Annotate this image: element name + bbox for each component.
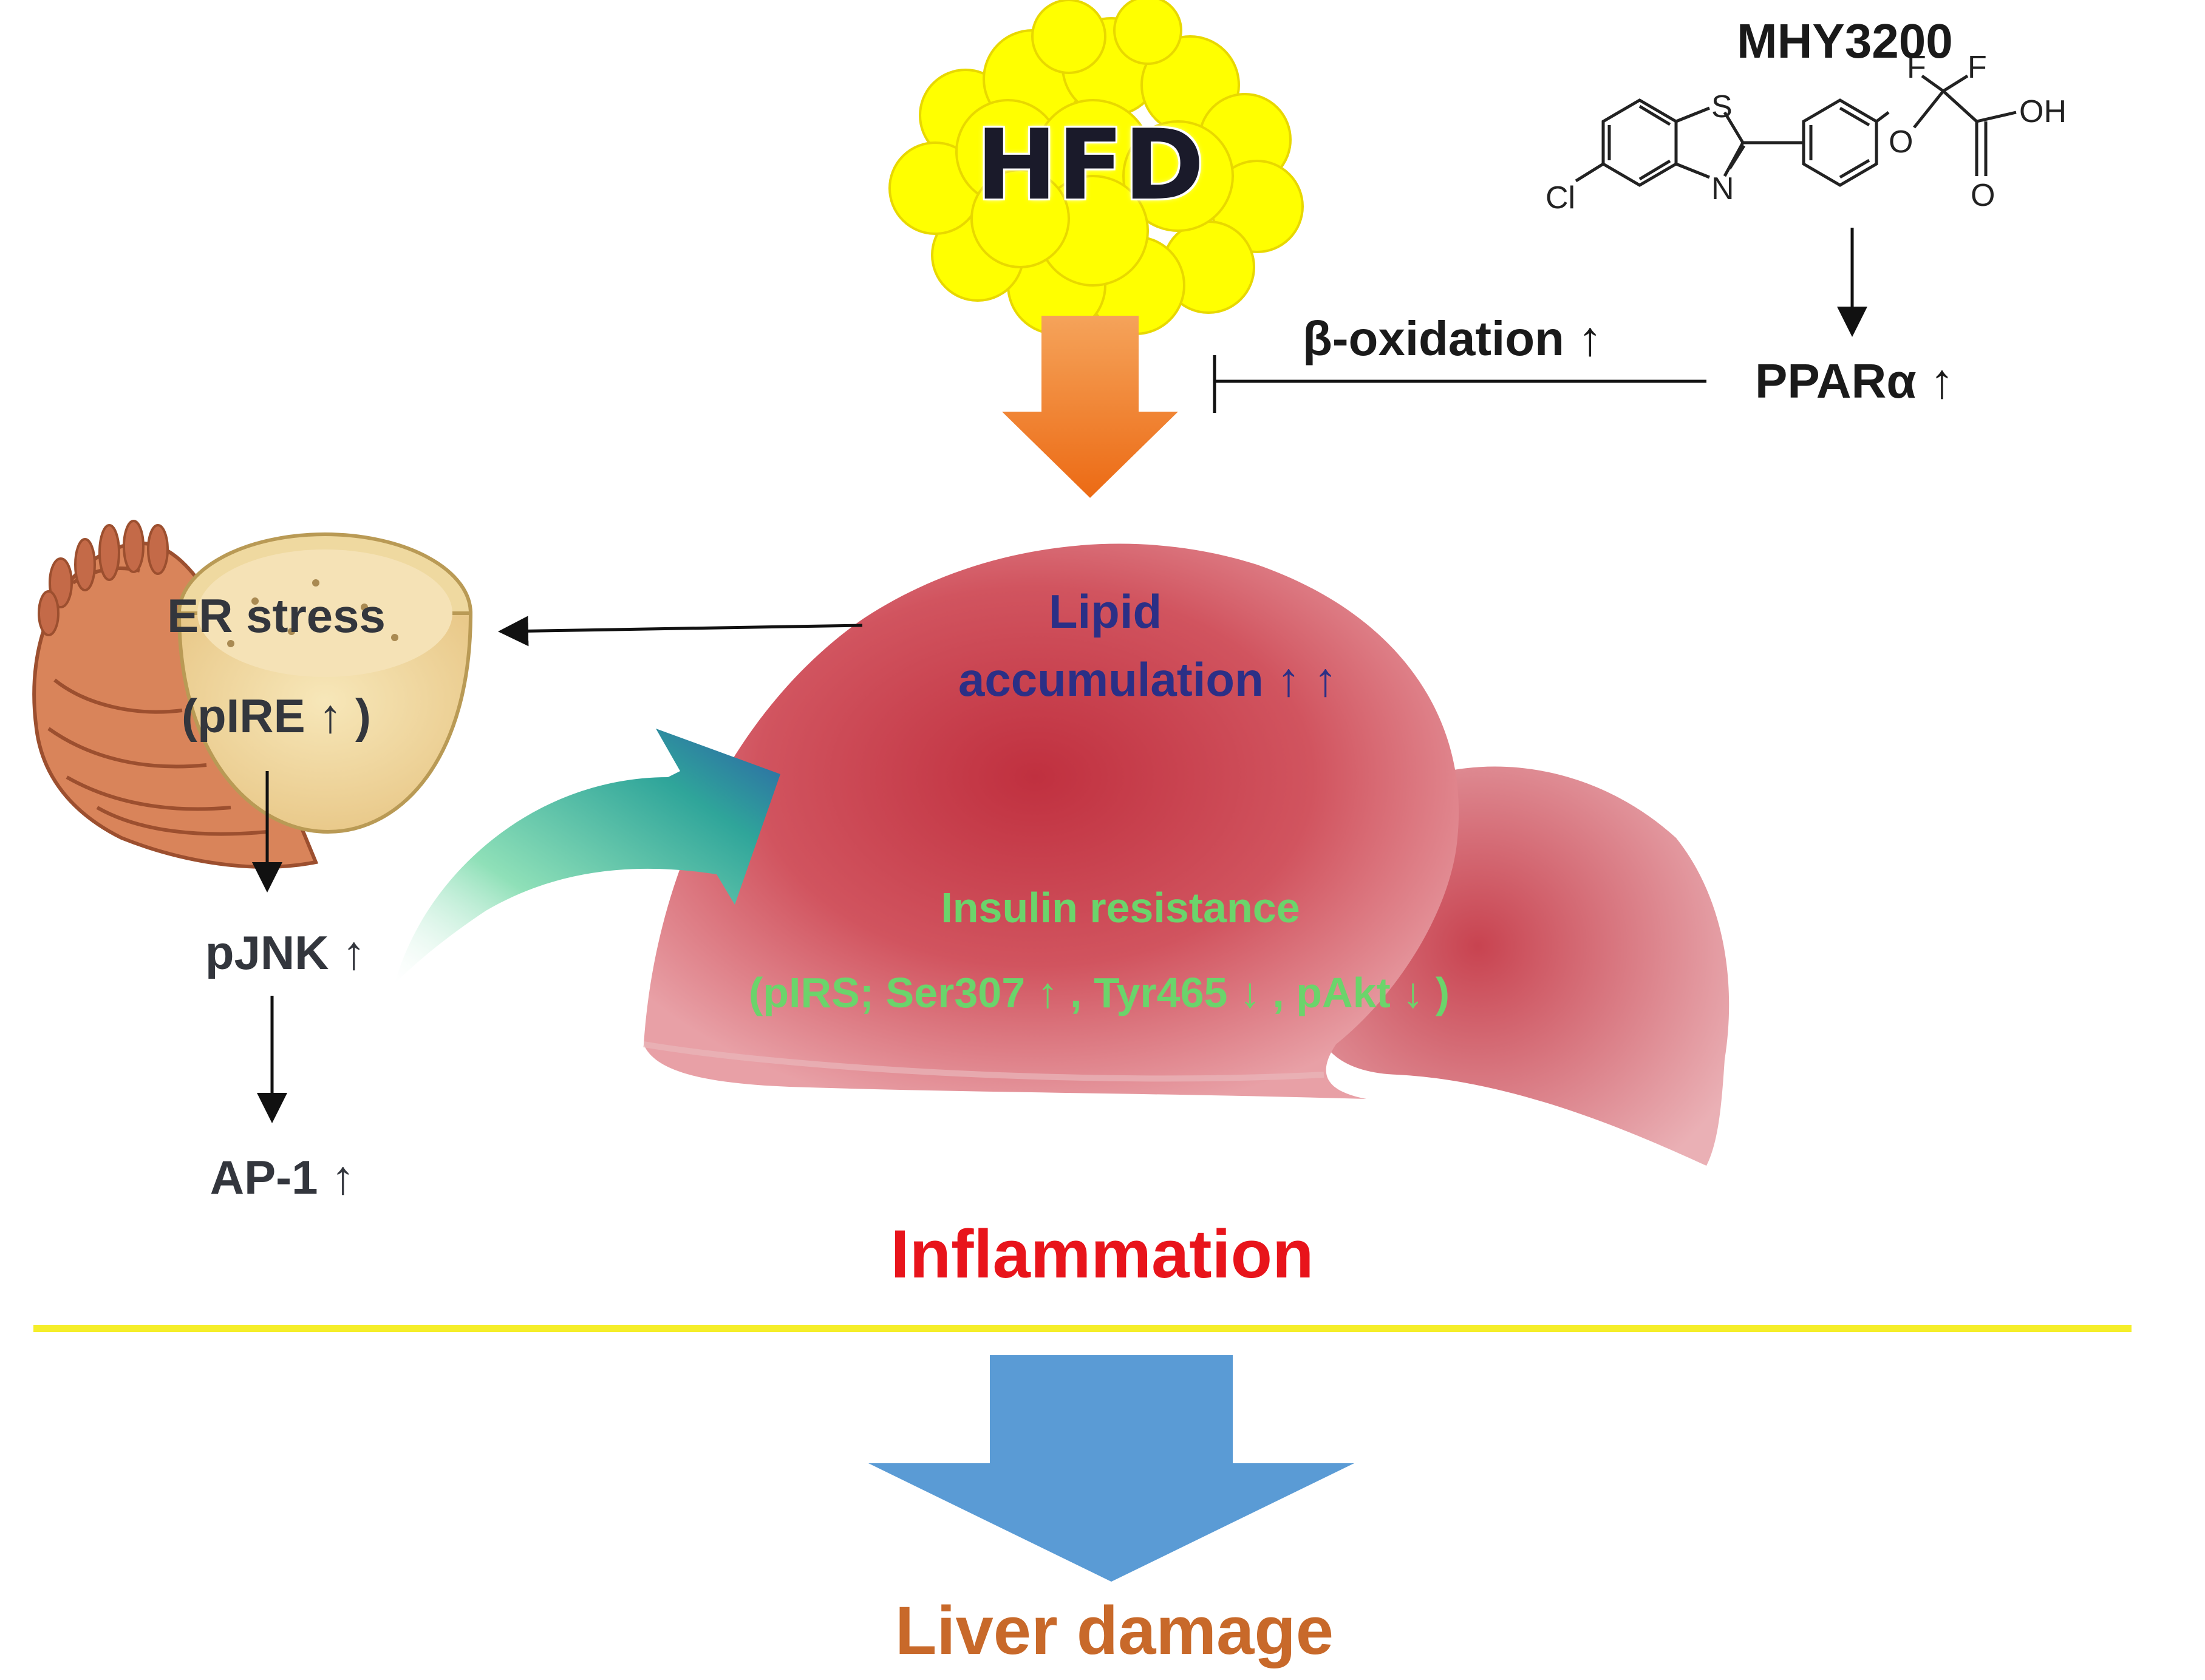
pjnk-to-insulin-curved-arrow [395, 729, 780, 984]
atom-oh: OH [2019, 94, 2067, 129]
atom-f1: F [1907, 50, 1926, 85]
beta-oxidation-label: β-oxidation ↑ [1303, 311, 1603, 366]
ap1-label: AP-1 ↑ [210, 1151, 355, 1204]
hfd-label: HFD [975, 108, 1205, 222]
mhy3200-label: MHY3200 [1737, 14, 1953, 68]
beta-oxidation-inhibition [1213, 355, 1706, 413]
atom-o-carbonyl: O [1971, 178, 1995, 213]
atom-cl: Cl [1546, 180, 1576, 216]
atom-s: S [1711, 89, 1733, 124]
liver-damage-label: Liver damage [895, 1593, 1334, 1668]
mhy3200-structure [1575, 74, 2017, 187]
pirs-detail-label: (pIRS; Ser307 ↑ , Tyr465 ↓ , pAkt ↓ ) [748, 969, 1450, 1016]
er-illustration [32, 520, 473, 869]
er-stress-label: ER stress [167, 589, 386, 642]
atom-f2: F [1968, 50, 1987, 85]
hfd-arrow [1002, 316, 1178, 498]
inflammation-label: Inflammation [890, 1216, 1314, 1292]
atom-n: N [1711, 171, 1734, 206]
pjnk-label: pJNK ↑ [205, 926, 366, 979]
lipid-accumulation-arrows: accumulation ↑ ↑ [958, 653, 1338, 706]
insulin-resistance-label: Insulin resistance [941, 884, 1300, 931]
lipid-accumulation-label: Lipid [1048, 585, 1162, 638]
hfd-fat-cluster [888, 0, 1304, 335]
pire-label: (pIRE ↑ ) [182, 689, 371, 743]
liver-to-er-arrow [498, 616, 863, 647]
liver-illustration [643, 543, 1730, 1166]
atom-o-ether: O [1889, 124, 1914, 160]
ppar-alpha-label: PPARα ↑ [1755, 354, 1954, 408]
